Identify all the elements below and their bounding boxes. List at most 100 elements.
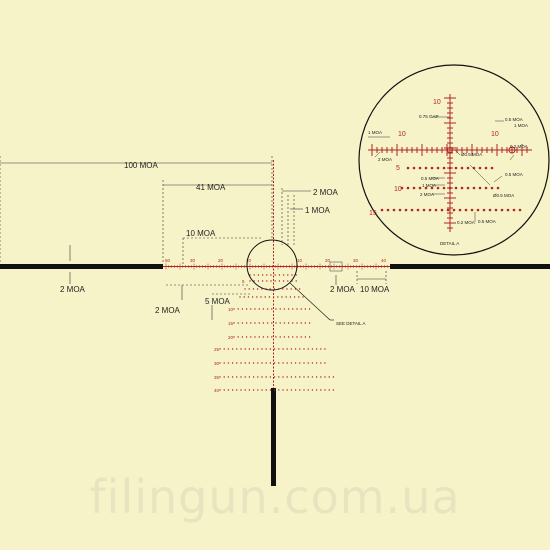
holdover-dot — [241, 336, 244, 338]
detail-num-5: 5 — [396, 165, 400, 172]
v-number-35: 35 — [214, 375, 220, 380]
holdover-dot — [236, 389, 238, 391]
holdover-dot — [244, 376, 246, 378]
holdover-dot — [248, 376, 251, 378]
holdover-dot — [287, 308, 290, 310]
holdover-dot — [223, 376, 225, 378]
detail-dot — [454, 166, 458, 170]
detail-dot — [464, 208, 468, 212]
holdover-dot — [303, 389, 305, 391]
holdover-dot — [315, 389, 318, 391]
holdover-dot — [332, 389, 335, 391]
holdover-dot — [324, 389, 326, 391]
v-number-10: 10 — [228, 307, 234, 312]
holdover-dot — [231, 348, 234, 350]
holdover-dot — [320, 362, 322, 364]
holdover-dot — [272, 296, 275, 298]
detail-dot — [496, 186, 500, 190]
holdover-dot — [286, 389, 288, 391]
holdover-dot — [219, 376, 221, 378]
holdover-dot — [300, 308, 302, 310]
holdover-dot — [244, 389, 246, 391]
dim-2-moa-mid: 2 MOA — [155, 306, 181, 315]
holdover-dot — [264, 296, 266, 298]
holdover-dot — [252, 389, 255, 391]
holdover-dot — [248, 348, 251, 350]
holdover-dot — [287, 336, 290, 338]
v-number-25: 25 — [214, 347, 220, 352]
holdover-dot — [279, 322, 281, 324]
detail-label-2moa-left: 2 MOA — [378, 157, 392, 162]
detail-num-15: 15 — [369, 210, 377, 217]
holdover-dot — [233, 336, 235, 338]
holdover-dot — [261, 288, 263, 290]
holdover-dot — [286, 376, 288, 378]
detail-dot — [434, 208, 438, 212]
detail-label-2moa-mid: 2 MOA — [420, 192, 434, 197]
detail-dot — [430, 186, 434, 190]
holdover-dot — [227, 362, 230, 364]
holdover-dot — [254, 308, 256, 310]
holdover-dot — [223, 348, 225, 350]
holdover-dot — [278, 280, 281, 282]
detail-dot — [392, 208, 396, 212]
holdover-dot — [299, 348, 301, 350]
detail-label-02moa-bottom: 0.2 MOA — [457, 220, 475, 225]
holdover-dot — [279, 336, 281, 338]
holdover-dot — [237, 336, 239, 338]
detail-dot — [424, 186, 428, 190]
dim-100-moa: 100 MOA — [124, 161, 158, 170]
detail-center-dot — [447, 147, 453, 153]
detail-leader-line — [289, 282, 331, 321]
holdover-dot — [219, 362, 221, 364]
detail-dot — [452, 208, 456, 212]
holdover-dot — [324, 376, 326, 378]
holdover-dot — [250, 322, 252, 324]
holdover-dot — [296, 322, 298, 324]
holdover-dot — [304, 336, 307, 338]
v-number-5: 5 — [242, 279, 245, 284]
detail-dot — [484, 166, 488, 170]
holdover-dot — [266, 322, 269, 324]
holdover-dot — [328, 376, 330, 378]
h-number-left-3: 20 — [218, 258, 224, 263]
holdover-dot — [245, 322, 248, 324]
holdover-dot — [311, 389, 314, 391]
holdover-dot — [278, 348, 280, 350]
v-number-20: 20 — [228, 335, 234, 340]
detail-dot — [488, 208, 492, 212]
holdover-dot — [257, 348, 259, 350]
detail-label-05moa-bottom: 0.5 MOA — [478, 219, 496, 224]
holdover-dot — [299, 362, 301, 364]
holdover-dot — [261, 376, 263, 378]
detail-dot — [518, 208, 522, 212]
detail-dot — [436, 186, 440, 190]
holdover-dot — [261, 389, 263, 391]
holdover-dot — [289, 296, 292, 298]
holdover-dot — [294, 376, 297, 378]
holdover-dot — [282, 274, 285, 276]
holdover-dot — [223, 362, 225, 364]
dim-2-moa-right: 2 MOA — [330, 285, 356, 294]
holdover-dot — [285, 296, 287, 298]
detail-label-05moa-mid: 0.5 MOA — [421, 176, 439, 181]
holdover-dot — [320, 389, 322, 391]
detail-dot — [386, 208, 390, 212]
vertical-holdover-dots — [219, 274, 335, 391]
detail-dot — [440, 208, 444, 212]
holdover-dot — [249, 280, 251, 282]
v-number-15: 15 — [228, 321, 234, 326]
detail-dot — [478, 186, 482, 190]
holdover-dot — [282, 362, 284, 364]
holdover-dot — [252, 362, 255, 364]
holdover-dot — [265, 376, 267, 378]
detail-right-ring — [508, 146, 516, 154]
holdover-dot — [295, 274, 297, 276]
holdover-dot — [269, 362, 272, 364]
detail-dot — [410, 208, 414, 212]
holdover-dot — [271, 322, 273, 324]
holdover-dot — [219, 348, 221, 350]
detail-dot — [470, 208, 474, 212]
holdover-dot — [271, 308, 273, 310]
holdover-dot — [320, 348, 322, 350]
